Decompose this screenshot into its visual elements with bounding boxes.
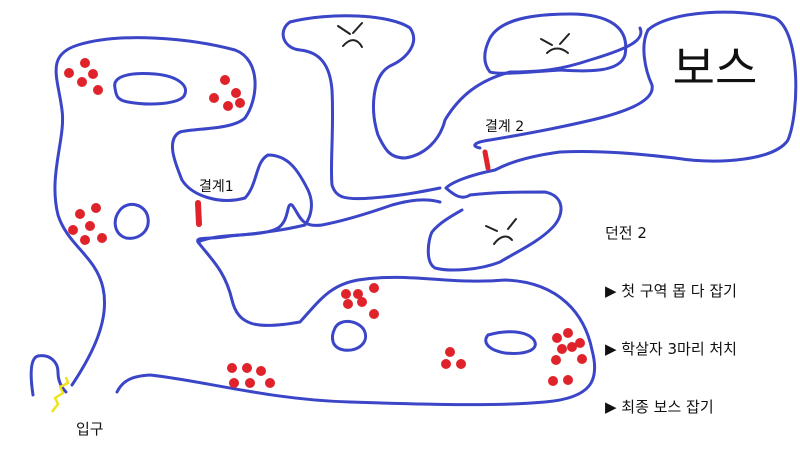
- monster: [256, 366, 266, 376]
- entrance-zigzag-mark: [51, 376, 70, 413]
- monster: [64, 68, 74, 78]
- monster: [223, 101, 233, 111]
- monster: [563, 375, 573, 385]
- monster: [220, 75, 230, 85]
- barrier-2-label: 결계 2: [485, 119, 524, 135]
- monster: [209, 93, 219, 103]
- monster: [235, 98, 245, 108]
- monster: [77, 77, 87, 87]
- boss-room-label: 보스: [673, 41, 758, 95]
- barrier-1-label: 결계1: [199, 179, 234, 195]
- monster: [80, 58, 90, 68]
- monster: [80, 235, 90, 245]
- monster: [229, 378, 239, 388]
- monster-group-bottom-middle: [441, 347, 466, 369]
- monster-group-bottom-right: [548, 328, 587, 386]
- quest-legend: 던전 2 ▶ 첫 구역 몹 다 잡기 ▶ 학살자 3마리 처치 ▶ 최종 보스 …: [605, 224, 737, 416]
- monster: [369, 309, 379, 319]
- monster: [357, 297, 367, 307]
- slayer-face-top-middle: [337, 22, 363, 48]
- monster: [231, 88, 241, 98]
- monster: [456, 359, 466, 369]
- monster: [75, 209, 85, 219]
- monster: [552, 333, 562, 343]
- monster: [369, 283, 379, 293]
- legend-item-3: ▶ 최종 보스 잡기: [605, 398, 714, 416]
- entrance-left-wall: [29, 354, 68, 397]
- left-cave-outer-wall: [53, 36, 597, 407]
- top-middle-room-wall: [288, 14, 643, 160]
- left-round-island: [113, 202, 150, 240]
- legend-title: 던전 2: [605, 224, 647, 242]
- barriers: [195, 149, 491, 227]
- monster: [265, 378, 275, 388]
- lower-island-center: [330, 320, 367, 352]
- monster: [91, 203, 101, 213]
- monster: [557, 344, 567, 354]
- monster-group-top-left: [64, 58, 103, 95]
- monster: [353, 289, 363, 299]
- monster-group-left-middle: [68, 203, 107, 245]
- middle-corridor-wall: [196, 198, 442, 244]
- monster-markers: [64, 58, 587, 388]
- monster: [548, 376, 558, 386]
- top-middle-room-bottom: [281, 20, 442, 201]
- slayer-face-top-right: [540, 33, 570, 54]
- legend-item-2: ▶ 학살자 3마리 처치: [605, 340, 737, 358]
- monster: [88, 69, 98, 79]
- monster: [68, 225, 78, 235]
- monster: [445, 347, 455, 357]
- monster-group-center: [341, 283, 379, 319]
- barrier-1-mark: [195, 200, 202, 227]
- lower-island-right: [484, 330, 537, 355]
- monster: [85, 221, 95, 231]
- monster: [551, 355, 561, 365]
- monster: [575, 338, 585, 348]
- slayer-face-right-middle: [485, 218, 517, 245]
- upper-left-island: [113, 72, 187, 106]
- monster-group-bottom-left: [227, 363, 275, 388]
- cave-walls: [29, 10, 798, 407]
- monster: [245, 378, 255, 388]
- legend-item-1: ▶ 첫 구역 몹 다 잡기: [605, 282, 737, 300]
- monster: [97, 233, 107, 243]
- monster-group-upper-right-of-left-room: [209, 75, 245, 111]
- barrier-2-mark: [482, 149, 491, 171]
- monster: [93, 85, 103, 95]
- monster: [577, 354, 587, 364]
- monster: [341, 289, 351, 299]
- monster: [227, 363, 237, 373]
- boss-room-wall: [444, 10, 798, 199]
- monster: [563, 328, 573, 338]
- right-middle-room-wall: [426, 190, 563, 272]
- boss-corridor-wall: [473, 28, 654, 150]
- monster: [567, 342, 577, 352]
- slayer-sketches: [337, 22, 570, 245]
- entrance-label: 입구: [76, 420, 104, 438]
- top-right-room-wall: [483, 12, 628, 75]
- monster: [242, 363, 252, 373]
- monster: [343, 299, 353, 309]
- monster: [441, 359, 451, 369]
